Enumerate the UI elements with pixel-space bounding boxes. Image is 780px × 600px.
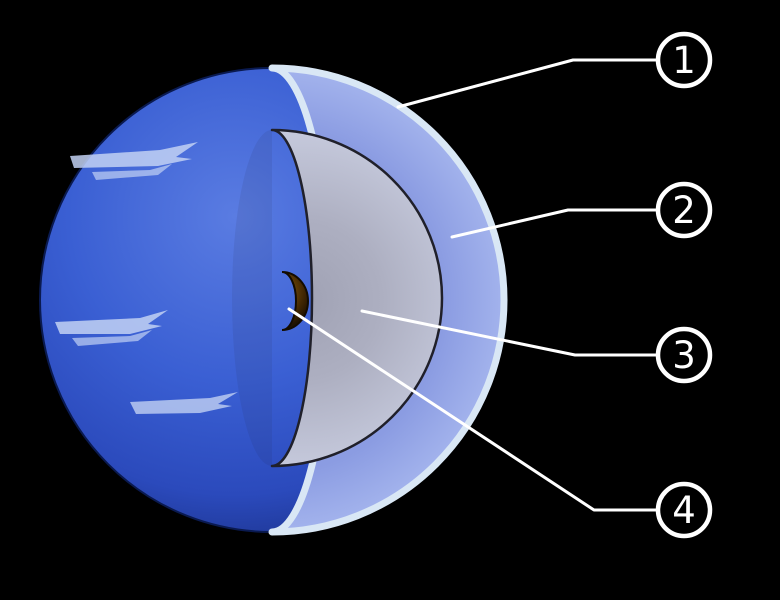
callout-badge-1: 1 [655, 31, 713, 89]
callout-badge-4: 4 [655, 481, 713, 539]
callout-circle-1 [655, 31, 713, 89]
callout-lines [287, 58, 658, 512]
callout-number-4: 4 [672, 489, 696, 532]
callout-circle-2 [655, 181, 713, 239]
callout-number-4-circle [655, 481, 713, 539]
callout-badges: 1 2 3 4 [655, 31, 713, 539]
callout-line-4 [287, 307, 658, 512]
inner-mantle-shading [232, 130, 272, 466]
cloud-streak [130, 392, 238, 414]
callout-line-3 [360, 309, 658, 357]
cloud-streak [92, 164, 172, 180]
callout-badge-3: 3 [655, 326, 713, 384]
callout-line-2 [450, 208, 658, 239]
cloud-streak [70, 142, 198, 168]
callout-badge-2: 2 [655, 181, 713, 239]
callout-line-1 [396, 58, 658, 109]
callout-number-1: 1 [672, 39, 696, 82]
callout-number-2: 2 [672, 189, 696, 232]
callout-circle-3 [655, 326, 713, 384]
callout-number-3: 3 [672, 334, 696, 377]
cloud-streaks [55, 142, 238, 414]
cloud-streak [72, 330, 152, 346]
cloud-streak [55, 310, 168, 334]
planet [39, 64, 508, 536]
